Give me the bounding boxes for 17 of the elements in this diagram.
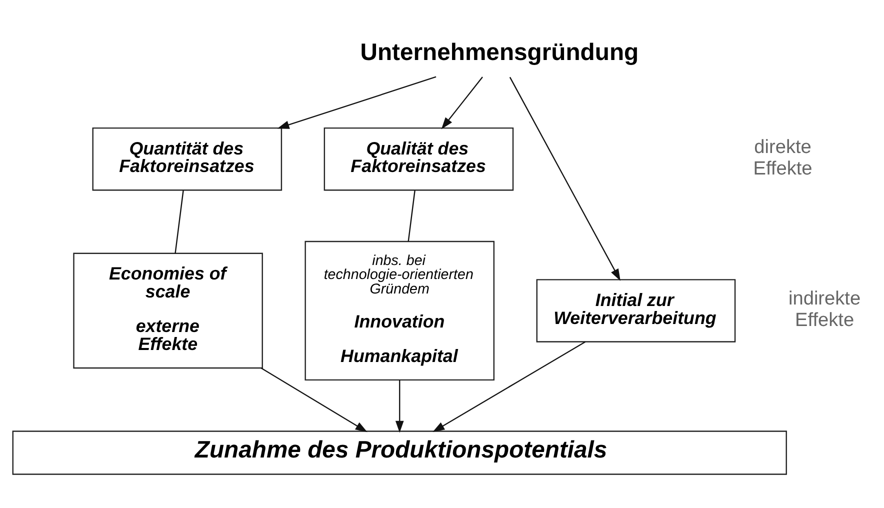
node-box: Zunahme des Produktionspotentials xyxy=(12,430,787,475)
arrow xyxy=(432,341,586,432)
node-box: inbs. bei technologie-orientierten Gründem Innovation Humankapital xyxy=(304,240,495,381)
arrow xyxy=(395,380,404,433)
node-text: Unternehmensgründung xyxy=(360,39,639,66)
connector xyxy=(174,190,184,254)
label: direkte Effekte xyxy=(753,136,812,180)
connector xyxy=(408,190,416,242)
arrow xyxy=(441,76,483,130)
arrow xyxy=(509,76,620,281)
arrow xyxy=(277,76,436,129)
node-box: Economies of scale externe Effekte xyxy=(73,252,263,369)
arrow xyxy=(260,368,368,432)
node-box: Qualität des Faktoreinsatzes xyxy=(324,127,514,191)
label: indirekte Effekte xyxy=(788,288,861,331)
node-box: Initial zur Weiterverarbeitung xyxy=(536,279,736,342)
node-box: Quantität des Faktoreinsatzes xyxy=(92,127,282,191)
